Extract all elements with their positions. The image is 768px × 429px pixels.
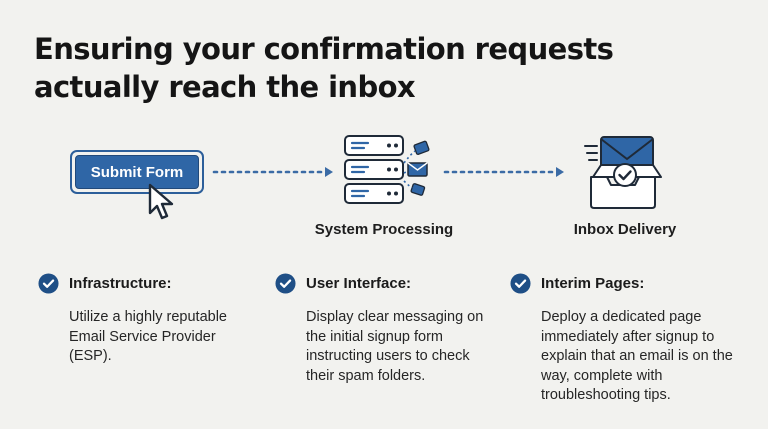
stage-label-processing: System Processing [314, 221, 454, 238]
page-title: Ensuring your confirmation requests actu… [34, 30, 734, 106]
title-line-1: Ensuring your confirmation requests [34, 32, 614, 66]
tip-text: Display clear messaging on the initial s… [306, 309, 484, 384]
tip-infrastructure: Infrastructure: Utilize a highly reputab… [38, 272, 260, 367]
flow-arrow-1 [212, 167, 333, 177]
server-icon [344, 135, 430, 204]
inbox-tray-icon [584, 136, 662, 209]
flow-arrow-2 [443, 167, 564, 177]
submit-form-button[interactable]: Submit Form [75, 155, 199, 189]
tip-text: Deploy a dedicated page immediately afte… [541, 309, 733, 403]
checkmark-icon [275, 272, 296, 294]
tip-title: Interim Pages: [541, 274, 645, 292]
tip-title: Infrastructure: [69, 274, 172, 292]
tip-title: User Interface: [306, 274, 412, 292]
tip-interim-pages: Interim Pages: Deploy a dedicated page i… [510, 272, 746, 406]
envelope-icon [407, 162, 428, 177]
tip-text: Utilize a highly reputable Email Service… [69, 309, 227, 364]
checkmark-icon [38, 272, 59, 294]
submit-form-outline: Submit Form [70, 150, 204, 194]
cursor-icon [148, 183, 174, 220]
stage-label-inbox: Inbox Delivery [573, 221, 677, 238]
tip-user-interface: User Interface: Display clear messaging … [275, 272, 497, 386]
title-line-2: actually reach the inbox [34, 70, 416, 104]
checkmark-icon [510, 272, 531, 294]
